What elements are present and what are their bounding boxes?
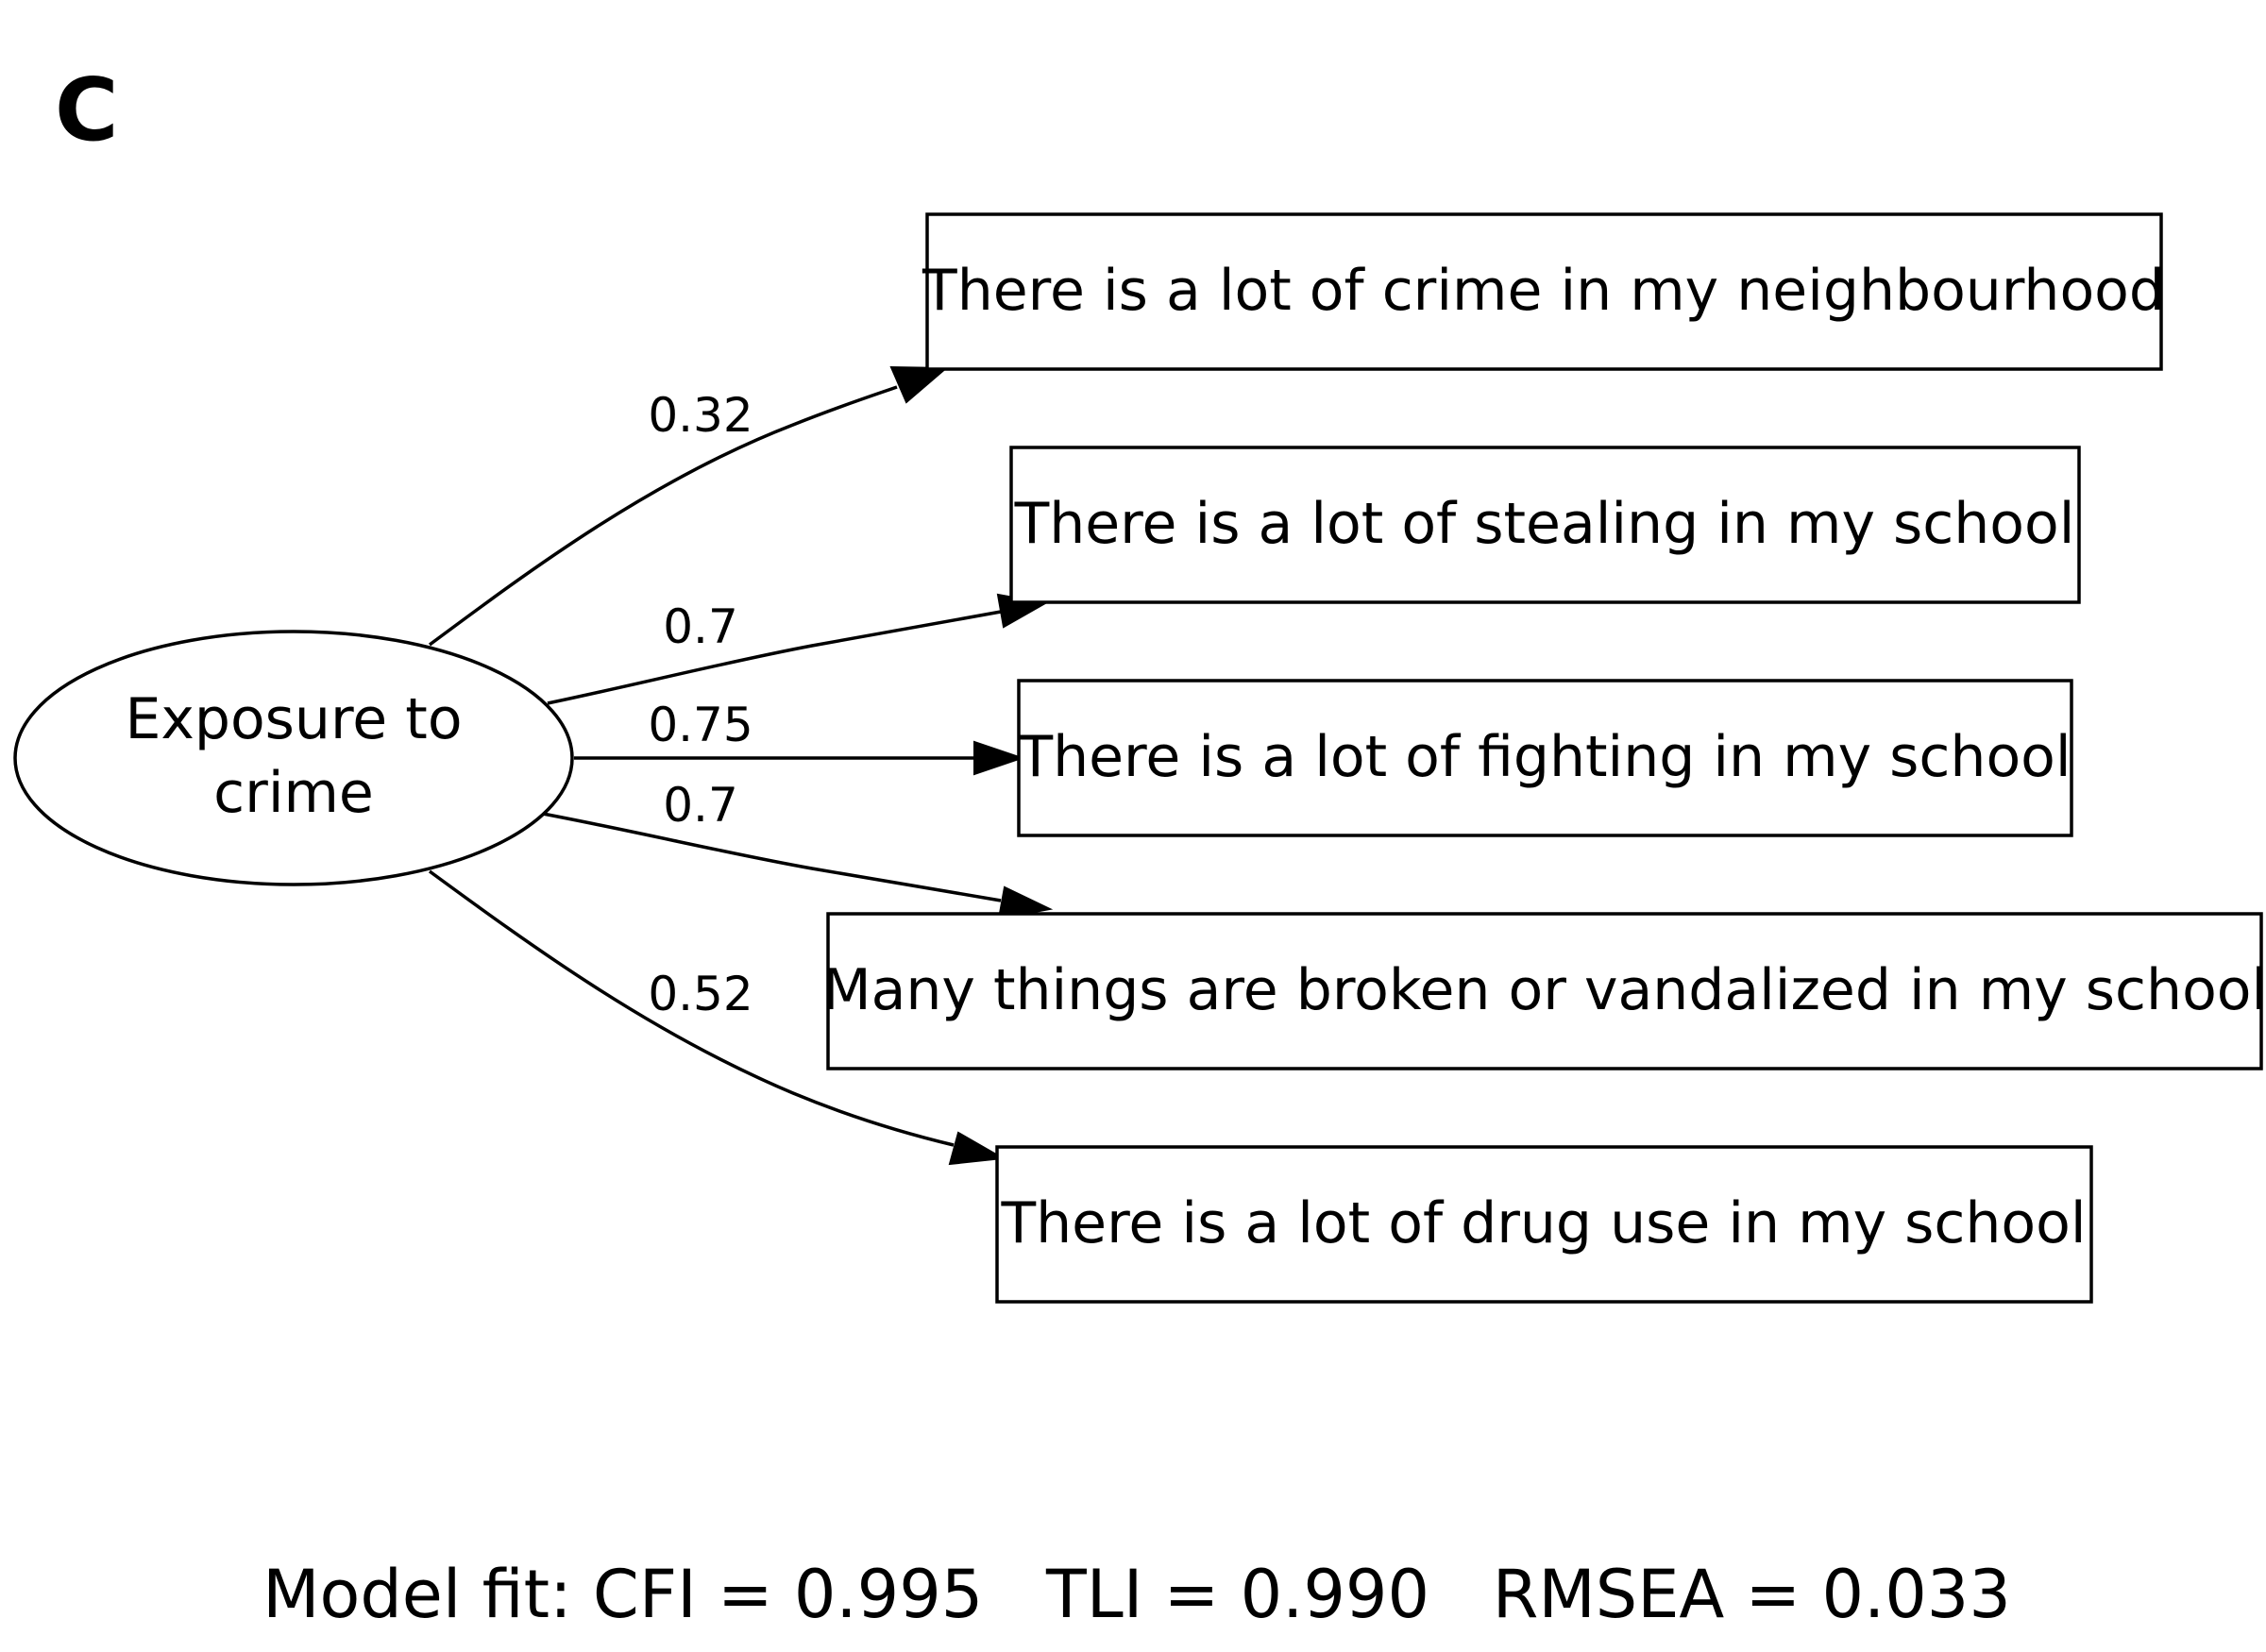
- indicator-label-stealing: There is a lot of stealing in my school: [1014, 491, 2075, 557]
- indicator-label-neighbourhood-crime: There is a lot of crime in my neighbourh…: [922, 258, 2165, 324]
- indicator-label-drug-use: There is a lot of drug use in my school: [1000, 1190, 2086, 1256]
- indicator-drug-use: There is a lot of drug use in my school: [995, 1145, 2093, 1304]
- indicator-stealing: There is a lot of stealing in my school: [1009, 446, 2081, 604]
- indicator-nodes: There is a lot of crime in my neighbourh…: [822, 212, 2266, 1304]
- edge-stealing: [547, 610, 1002, 705]
- indicator-label-vandalized: Many things are broken or vandalized in …: [822, 957, 2266, 1023]
- arrowhead-neighbourhood-crime: [889, 365, 949, 404]
- latent-node: Exposure to crime: [13, 630, 574, 886]
- arrowhead-drug-use: [948, 1131, 1006, 1166]
- loading-label-drug-use: 0.52: [648, 967, 753, 1021]
- arrowhead-fighting: [973, 740, 1025, 776]
- indicator-neighbourhood-crime: There is a lot of crime in my neighbourh…: [922, 212, 2165, 371]
- loading-label-vandalized: 0.7: [663, 778, 738, 833]
- indicator-box-drug-use: [995, 1145, 2093, 1304]
- latent-ellipse: [13, 630, 574, 886]
- indicator-box-stealing: [1009, 446, 2081, 604]
- indicator-box-fighting: [1017, 679, 2073, 837]
- indicator-vandalized: Many things are broken or vandalized in …: [822, 912, 2266, 1070]
- indicator-box-vandalized: [826, 912, 2263, 1070]
- edge-drug-use: [428, 869, 955, 1147]
- loading-labels: 0.32 0.7 0.75 0.7 0.52: [648, 388, 753, 1021]
- indicator-label-fighting: There is a lot of fighting in my school: [1017, 724, 2071, 790]
- loading-label-neighbourhood-crime: 0.32: [648, 388, 753, 443]
- panel-label: C: [55, 59, 119, 160]
- loading-label-fighting: 0.75: [648, 698, 753, 752]
- indicator-fighting: There is a lot of fighting in my school: [1017, 679, 2073, 837]
- latent-label-line2: crime: [213, 760, 374, 826]
- loading-label-stealing: 0.7: [663, 599, 738, 654]
- edge-vandalized: [542, 812, 1002, 902]
- model-fit-caption: Model fit: CFI = 0.995 TLI = 0.990 RMSEA…: [262, 1556, 2011, 1633]
- edge-neighbourhood-crime: [428, 385, 898, 647]
- indicator-box-neighbourhood-crime: [925, 212, 2163, 371]
- latent-label-line1: Exposure to: [125, 686, 462, 752]
